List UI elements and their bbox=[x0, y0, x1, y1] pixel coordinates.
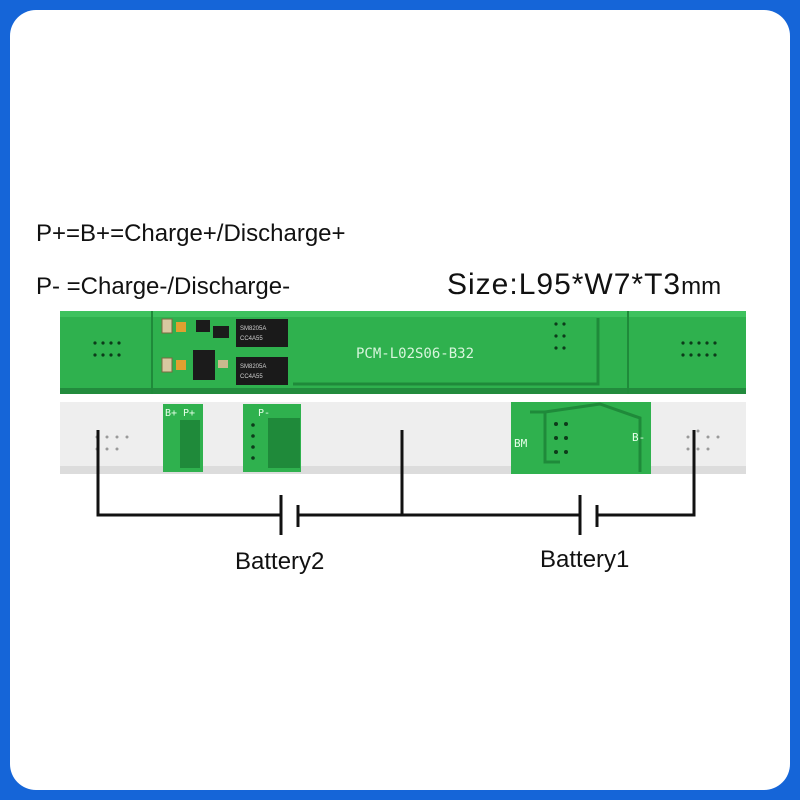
chip-2-marking-line1: SM8205A bbox=[240, 364, 266, 370]
pcb-model-label: PCM-L02S06-B32 bbox=[356, 346, 474, 362]
pad-p-minus: P- bbox=[243, 404, 301, 472]
pcb-top-highlight bbox=[60, 311, 746, 317]
pcb-top-board bbox=[60, 311, 746, 394]
via-cluster-right bbox=[681, 341, 717, 357]
label-b-minus: B- bbox=[632, 431, 645, 444]
chip-2-marking-line2: CC4A55 bbox=[240, 374, 263, 380]
image-frame: P+=B+=Charge+/Discharge+ P- =Charge-/Dis… bbox=[10, 10, 790, 790]
pcb-top-view: SM8205A CC4A55 SM8205A CC4A55 PCM-L02S06… bbox=[60, 311, 746, 394]
pcm-wiring-diagram: SM8205A CC4A55 SM8205A CC4A55 PCM-L02S06… bbox=[60, 311, 746, 535]
pad-b-plus-p-plus: B+ P+ bbox=[163, 404, 203, 472]
label-bm: BM bbox=[514, 437, 528, 450]
chip-1-marking-line1: SM8205A bbox=[240, 326, 266, 332]
smd-components bbox=[161, 318, 229, 380]
wire-b-minus bbox=[597, 430, 696, 517]
battery1-label: Battery1 bbox=[540, 546, 630, 573]
wire-b-plus bbox=[96, 430, 281, 517]
size-value: Size:L95*W7*T3 bbox=[447, 268, 682, 301]
via-cluster-mid bbox=[554, 322, 566, 350]
battery2-label: Battery2 bbox=[235, 548, 325, 575]
via-cluster-left bbox=[93, 341, 121, 357]
pcb-top-shadow bbox=[60, 388, 746, 394]
pin-definition-positive: P+=B+=Charge+/Discharge+ bbox=[36, 220, 346, 247]
mosfet-chip-2: SM8205A CC4A55 bbox=[236, 357, 288, 385]
pin-definition-negative: P- =Charge-/Discharge- bbox=[36, 273, 291, 300]
size-unit: mm bbox=[681, 273, 722, 300]
mosfet-chip-1: SM8205A CC4A55 bbox=[236, 319, 288, 347]
pad-bm-b-minus: BM B- bbox=[511, 402, 651, 474]
chip-1-marking-line2: CC4A55 bbox=[240, 336, 263, 342]
dots-right bbox=[686, 429, 720, 451]
label-p-plus: P+ bbox=[183, 408, 195, 419]
pcb-top-trace bbox=[293, 318, 600, 386]
label-p-minus: P- bbox=[258, 408, 270, 419]
label-b-plus: B+ bbox=[165, 408, 177, 419]
size-specification: Size:L95*W7*T3mm bbox=[447, 268, 721, 302]
battery-wiring bbox=[96, 430, 696, 535]
